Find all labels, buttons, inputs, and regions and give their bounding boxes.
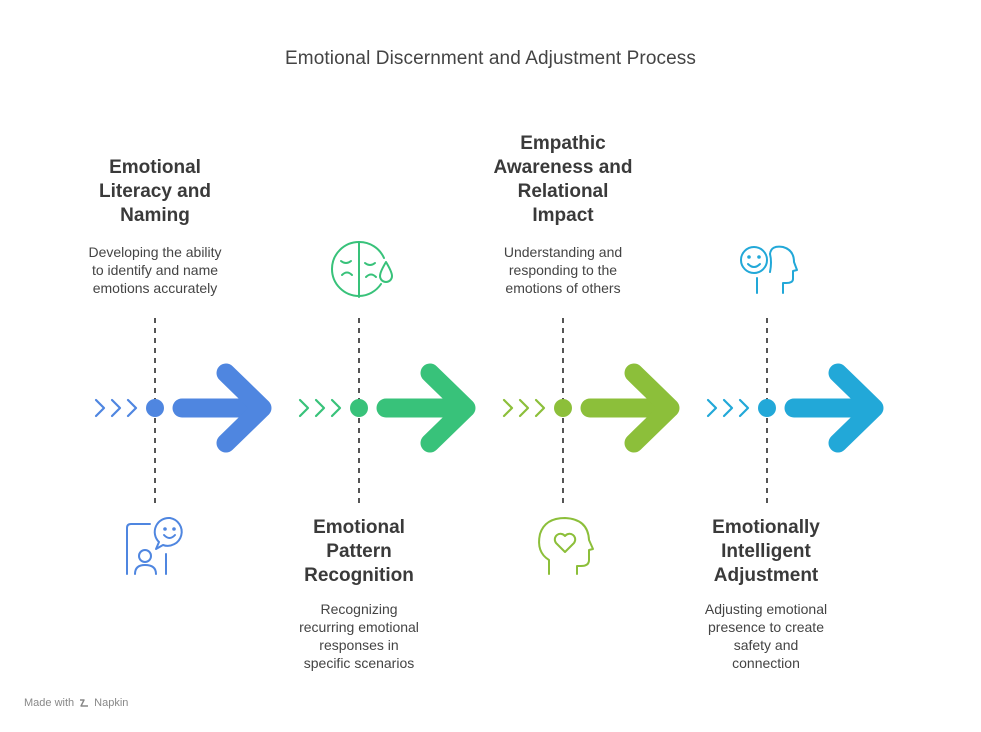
stage-1-description: Developing the ability to identify and n… bbox=[65, 243, 245, 297]
stage-2-desc-line: recurring emotional bbox=[299, 619, 419, 635]
stage-1-arrow bbox=[172, 363, 272, 453]
stage-2-title-line: Recognition bbox=[304, 565, 414, 586]
diagram-title: Emotional Discernment and Adjustment Pro… bbox=[285, 48, 696, 69]
stage-4-chevrons bbox=[706, 398, 750, 418]
sad-crying-face-icon bbox=[331, 240, 393, 298]
made-with-label: Made with bbox=[24, 697, 75, 709]
stage-4-arrow bbox=[784, 363, 884, 453]
stage-1-chevrons bbox=[94, 398, 138, 418]
stage-4-desc-line: Adjusting emotional bbox=[704, 601, 828, 617]
stage-2-desc-line: responses in bbox=[319, 637, 399, 653]
stage-1-desc-line: emotions accurately bbox=[92, 280, 218, 296]
stage-1-title: Emotional Literacy and Naming bbox=[65, 156, 245, 228]
stage-2-desc-line: Recognizing bbox=[320, 601, 398, 617]
stage-3-title-line: Awareness and bbox=[493, 157, 633, 178]
stage-4-desc-line: connection bbox=[732, 655, 800, 671]
stage-4-title-line: Intelligent bbox=[721, 541, 811, 562]
stage-2-title: Emotional Pattern Recognition bbox=[269, 516, 449, 588]
stage-3-title-line: Impact bbox=[532, 205, 594, 226]
stage-1-title-line: Naming bbox=[120, 205, 190, 226]
stage-2-node bbox=[350, 399, 368, 417]
stage-4-node bbox=[758, 399, 776, 417]
stage-4-desc-line: safety and bbox=[733, 637, 799, 653]
stage-4-title: Emotionally Intelligent Adjustment bbox=[676, 516, 856, 588]
stage-3-arrow bbox=[580, 363, 680, 453]
smiling-head-profile-icon bbox=[740, 245, 798, 294]
stage-3-title-line: Empathic bbox=[520, 133, 606, 154]
person-chat-icon bbox=[126, 516, 183, 575]
stage-2-title-line: Emotional bbox=[313, 517, 405, 538]
footer-credit: Made with Napkin bbox=[24, 697, 128, 709]
stage-2-desc-line: specific scenarios bbox=[303, 655, 415, 671]
stage-3-node bbox=[554, 399, 572, 417]
stage-2-arrow bbox=[376, 363, 476, 453]
stage-4-description: Adjusting emotional presence to create s… bbox=[676, 600, 856, 672]
stage-4-title-line: Adjustment bbox=[713, 565, 819, 586]
stage-4-title-line: Emotionally bbox=[712, 517, 820, 538]
stage-4-desc-line: presence to create bbox=[708, 619, 824, 635]
head-heart-icon bbox=[538, 517, 594, 575]
stage-3-chevrons bbox=[502, 398, 546, 418]
napkin-logo-icon bbox=[80, 699, 89, 707]
stage-1-title-line: Emotional bbox=[109, 157, 201, 178]
stage-1-node bbox=[146, 399, 164, 417]
stage-3-desc-line: emotions of others bbox=[505, 280, 621, 296]
napkin-brand-label: Napkin bbox=[94, 697, 129, 709]
stage-3-desc-line: Understanding and bbox=[503, 244, 623, 260]
stage-2-chevrons bbox=[298, 398, 342, 418]
stage-2-description: Recognizing recurring emotional response… bbox=[269, 600, 449, 672]
stage-3-description: Understanding and responding to the emot… bbox=[473, 243, 653, 297]
stage-1-desc-line: Developing the ability bbox=[88, 244, 222, 260]
stage-3-title: Empathic Awareness and Relational Impact bbox=[473, 132, 653, 228]
stage-3-title-line: Relational bbox=[517, 181, 609, 202]
stage-1-desc-line: to identify and name bbox=[91, 262, 219, 278]
stage-3-desc-line: responding to the bbox=[508, 262, 618, 278]
stage-1-title-line: Literacy and bbox=[99, 181, 211, 202]
stage-2-title-line: Pattern bbox=[326, 541, 392, 562]
